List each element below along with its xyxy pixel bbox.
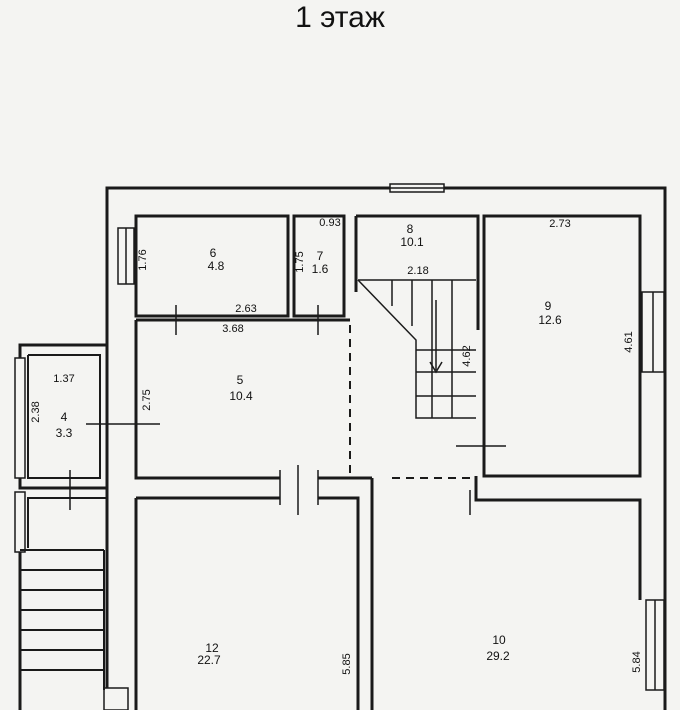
room-4-number: 4 — [61, 410, 68, 424]
openings — [349, 325, 474, 479]
room-9-number: 9 — [545, 299, 552, 313]
room-7-area: 1.6 — [312, 262, 329, 276]
dim-stair-length: 4.62 — [461, 345, 473, 366]
room-7-outline — [292, 214, 346, 318]
dim-r9-width: 2.73 — [549, 218, 570, 230]
windows — [14, 183, 665, 710]
room-6-outline — [134, 214, 290, 318]
room-9-area: 12.6 — [538, 313, 562, 327]
dim-r10-height: 5.84 — [631, 651, 643, 672]
room-8-area: 10.1 — [400, 235, 424, 249]
room-9-outline — [482, 214, 642, 478]
room-6-number: 6 — [210, 246, 217, 260]
plan-title: 1 этаж — [295, 1, 385, 34]
dim-r7-height: 1.75 — [294, 251, 306, 272]
dim-r6-width: 2.63 — [235, 303, 256, 315]
room-12-area: 22.7 — [197, 653, 221, 667]
dim-r7-width: 0.93 — [319, 217, 340, 229]
room-5-number: 5 — [237, 373, 244, 387]
dim-stair-width: 2.18 — [407, 265, 428, 277]
room-10-number: 10 — [492, 633, 506, 647]
dim-r4-height: 2.38 — [30, 401, 42, 422]
door-marks — [69, 305, 506, 515]
dimension-labels: 1.76 2.63 0.93 1.75 2.73 4.61 3.68 2.75 … — [30, 217, 643, 675]
room-5-area: 10.4 — [229, 389, 253, 403]
room-12-number: 12 — [205, 641, 219, 655]
room-labels: 6 4.8 7 1.6 8 10.1 9 12.6 5 10.4 4 3.3 1… — [56, 222, 562, 667]
room-7-number: 7 — [317, 249, 324, 263]
walls — [18, 186, 667, 710]
dim-r9-height: 4.61 — [623, 331, 635, 352]
dim-r5-width: 3.68 — [222, 323, 243, 335]
room-8-number: 8 — [407, 222, 414, 236]
dim-r12-height: 5.85 — [341, 653, 353, 674]
room-6-area: 4.8 — [208, 259, 225, 273]
dim-r6-height: 1.76 — [137, 249, 149, 270]
room-10-area: 29.2 — [486, 649, 510, 663]
staircase — [357, 279, 476, 419]
entrance-steps — [20, 549, 105, 690]
dim-r5-height: 2.75 — [141, 389, 153, 410]
room-4-area: 3.3 — [56, 426, 73, 440]
dim-r4-width: 1.37 — [53, 373, 74, 385]
